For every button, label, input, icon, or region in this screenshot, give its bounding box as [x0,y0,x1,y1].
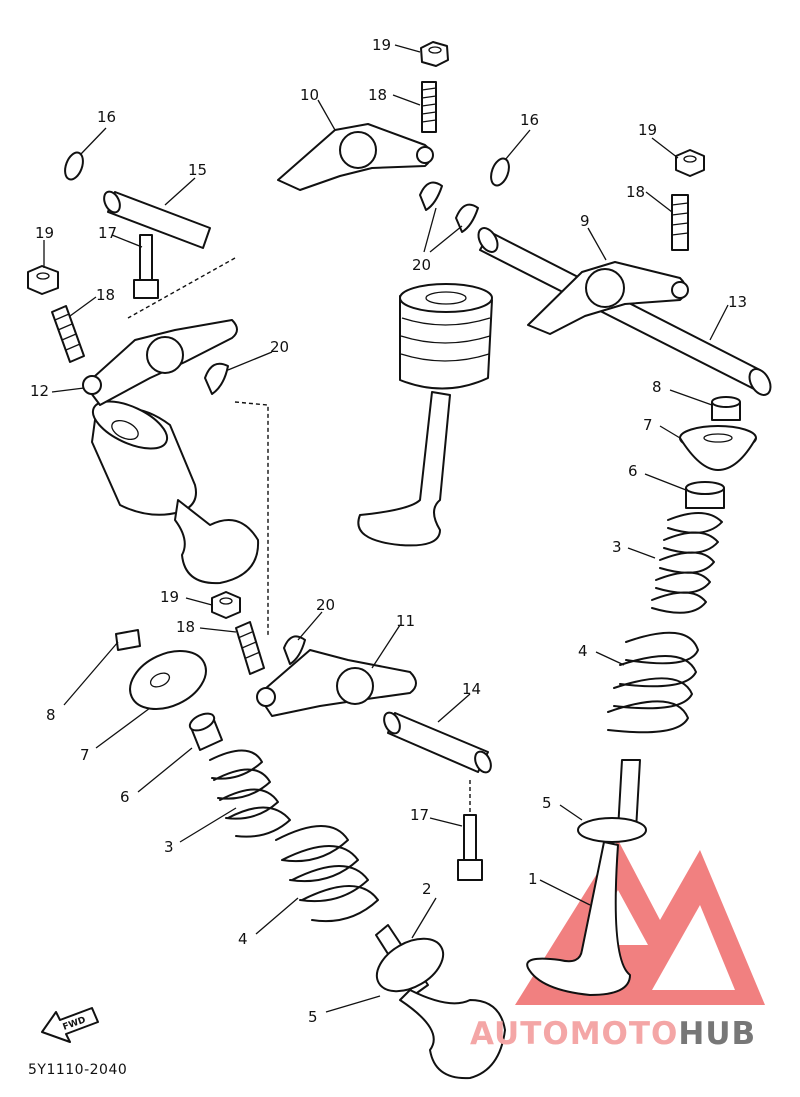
label-18: 18 [626,183,645,201]
assembly-lines [127,257,471,812]
label-14: 14 [462,680,481,698]
label-20: 20 [316,596,335,614]
label-7: 7 [80,746,90,764]
label-2: 2 [422,880,432,898]
bolt-17-right [457,814,483,881]
watermark-text-hub: HUB [678,1016,756,1052]
adjuster-18-mid [235,621,265,675]
label-5: 5 [542,794,552,812]
shim-20-c [204,362,229,395]
rocker-arm-12 [82,319,238,406]
shim-20-b [455,203,479,233]
seal-6-right [685,481,725,509]
outer-spring-4-right [607,631,699,734]
bolt-17-left [133,234,159,299]
retainer-7-right [679,425,757,471]
shim-20-a [419,181,443,211]
cotter-8-right [711,396,741,421]
oring-16-right [490,157,510,187]
label-13: 13 [728,293,747,311]
label-3: 3 [612,538,622,556]
label-6: 6 [628,462,638,480]
label-8: 8 [46,706,56,724]
intake-valve-upper-left [91,400,260,585]
leader-lines [43,44,729,1013]
label-17: 17 [98,224,117,242]
label-3: 3 [164,838,174,856]
nut-19-mid [211,591,241,619]
rocker-arm-10 [277,123,434,191]
oring-16-left [64,151,84,181]
outer-spring-4-left [275,825,379,923]
label-15: 15 [188,161,207,179]
label-19: 19 [35,224,54,242]
valve-1 [526,759,647,996]
label-18: 18 [368,86,387,104]
valve-2 [375,924,506,1080]
exhaust-valve-upper-center [357,283,493,547]
label-7: 7 [643,416,653,434]
rocker-shaft-14 [383,711,492,774]
label-12: 12 [30,382,49,400]
label-9: 9 [580,212,590,230]
retainer-7-left [129,649,207,711]
diagram-code: 5Y1110-2040 [28,1062,127,1078]
label-4: 4 [578,642,588,660]
label-4: 4 [238,930,248,948]
nut-19-top-center [420,41,449,67]
label-11: 11 [396,612,415,630]
shim-20-d [283,635,306,665]
seal-6-left [188,712,223,751]
label-19: 19 [160,588,179,606]
label-8: 8 [652,378,662,396]
label-1: 1 [528,870,538,888]
inner-spring-3-left [209,749,291,838]
label-19: 19 [372,36,391,54]
nut-19-top-right [675,149,705,177]
forward-arrow-icon: FWD [41,1007,99,1043]
label-16: 16 [97,108,116,126]
inner-spring-3-right [651,512,723,614]
adjuster-18-top-right [671,194,689,251]
label-5: 5 [308,1008,318,1026]
label-19: 19 [638,121,657,139]
cotter-8-left [115,629,141,651]
watermark-text-main: AUTOMOTO [470,1016,678,1052]
label-17: 17 [410,806,429,824]
label-18: 18 [176,618,195,636]
adjuster-18-top-center [421,81,437,133]
label-20: 20 [412,256,431,274]
label-16: 16 [520,111,539,129]
rocker-shaft-13 [477,227,772,396]
label-18: 18 [96,286,115,304]
label-10: 10 [300,86,319,104]
part-labels: 19 18 10 16 15 16 19 18 9 20 19 17 18 12… [30,36,747,1026]
adjuster-18-left [51,305,85,363]
rocker-shaft-15 [103,190,211,249]
rocker-arm-11 [256,649,417,717]
rocker-arm-9 [527,261,689,335]
watermark: AUTOMOTOHUB [470,1016,756,1052]
label-6: 6 [120,788,130,806]
label-20: 20 [270,338,289,356]
nut-19-left [27,265,59,295]
svg-text:AUTOMOTOHUB: AUTOMOTOHUB [470,1016,756,1052]
